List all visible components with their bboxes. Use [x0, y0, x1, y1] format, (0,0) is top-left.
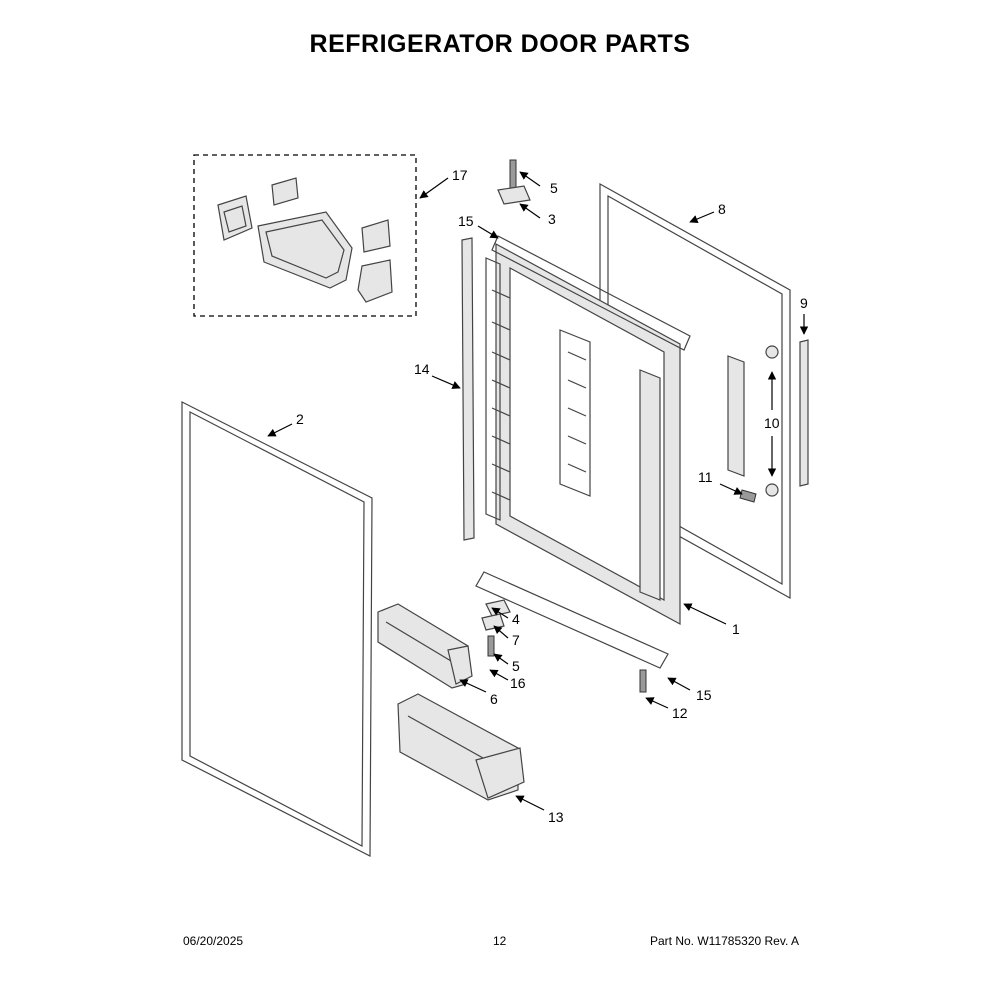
callout-14: 14 — [414, 361, 430, 377]
part-2-door-gasket — [181, 401, 373, 857]
part-14-side-strip — [461, 237, 475, 541]
part-15-bottom-strip — [475, 571, 669, 669]
footer-page-number: 12 — [493, 934, 507, 948]
callout-13: 13 — [548, 809, 564, 825]
part-17-bin-kit — [193, 154, 417, 317]
callout-10: 10 — [764, 415, 780, 431]
callout-7: 7 — [512, 632, 520, 648]
callout-2: 2 — [296, 411, 304, 427]
callout-9: 9 — [800, 295, 808, 311]
callout-17: 17 — [452, 167, 468, 183]
page-title: REFRIGERATOR DOOR PARTS — [309, 30, 691, 58]
callout-12: 12 — [672, 705, 688, 721]
part-13-door-bin-large — [397, 693, 525, 801]
part-1-door-liner — [485, 242, 681, 626]
callout-5-top: 5 — [550, 180, 558, 196]
callout-5-bottom: 5 — [512, 658, 520, 674]
callout-16: 16 — [510, 675, 526, 691]
part-6-door-bin — [377, 603, 473, 689]
callout-3: 3 — [548, 211, 556, 227]
part-9-handle-end — [799, 339, 809, 487]
callout-8: 8 — [718, 201, 726, 217]
callout-15-top: 15 — [458, 213, 474, 229]
callout-15-bottom: 15 — [696, 687, 712, 703]
footer-date: 06/20/2025 — [183, 934, 244, 948]
callout-6: 6 — [490, 691, 498, 707]
callout-leaders — [267, 171, 809, 811]
footer-part-number: Part No. W11785320 Rev. A — [650, 934, 799, 948]
callout-11: 11 — [698, 469, 713, 485]
callout-1: 1 — [732, 621, 740, 637]
callout-4: 4 — [512, 611, 520, 627]
part-15-top-strip — [491, 235, 691, 351]
